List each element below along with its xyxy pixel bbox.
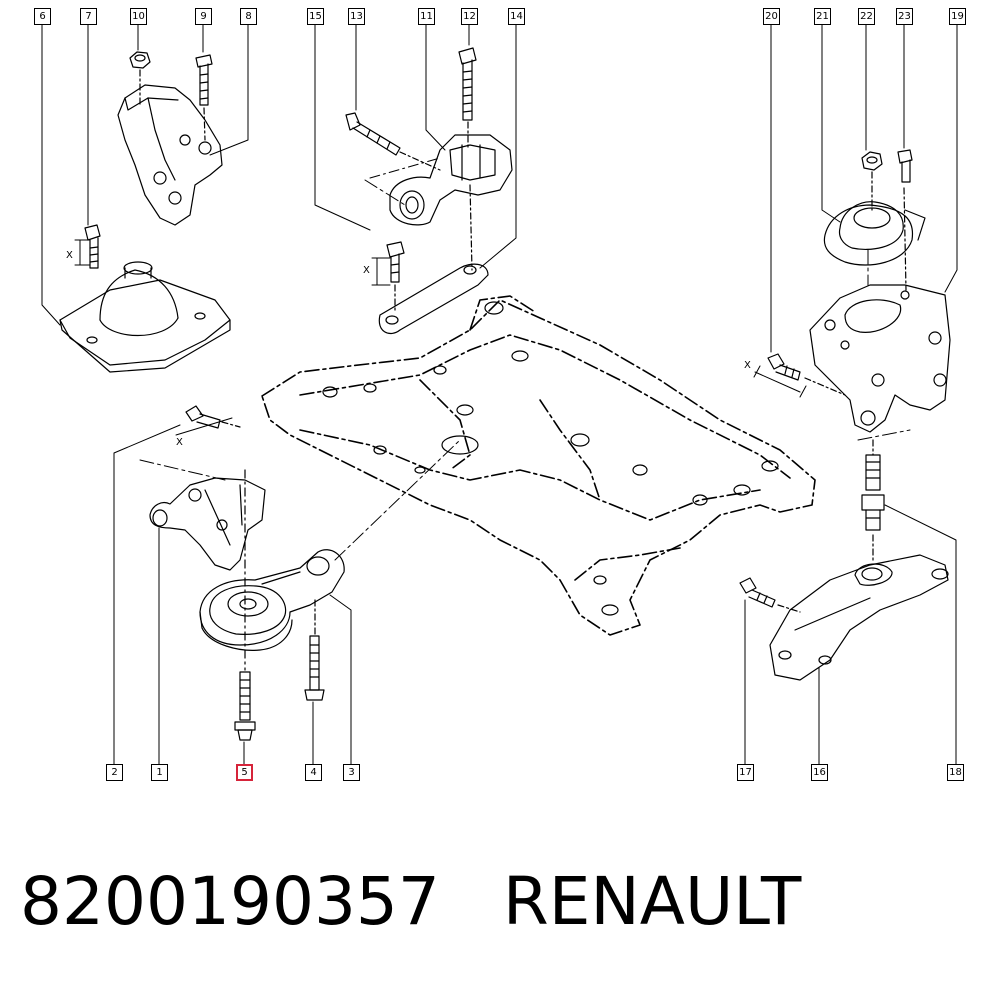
- dimension-x-label-15: X: [363, 265, 370, 276]
- callout-1: 1: [151, 764, 168, 781]
- callout-20: 20: [763, 8, 780, 25]
- bolt-part-20: [767, 353, 846, 396]
- dimension-x-7: [74, 239, 91, 266]
- callout-23: 23: [896, 8, 913, 25]
- rubber-mount-part-21: [823, 201, 926, 266]
- callout-21: 21: [814, 8, 831, 25]
- callout-6: 6: [34, 8, 51, 25]
- engine-mount-part-6: [59, 261, 231, 373]
- part-caption: 8200190357 RENAULT: [20, 860, 801, 944]
- front-subframe: [261, 295, 816, 636]
- bolt-part-4: [304, 599, 325, 701]
- part-number: 8200190357: [20, 863, 440, 940]
- guide-line-11: [369, 157, 441, 179]
- bolt-part-7: [84, 224, 101, 269]
- callout-5-highlighted: 5: [236, 764, 253, 781]
- callout-15: 15: [307, 8, 324, 25]
- callout-4: 4: [305, 764, 322, 781]
- assembly-guide-lines: [139, 179, 911, 561]
- callout-10: 10: [130, 8, 147, 25]
- callout-2: 2: [106, 764, 123, 781]
- callout-11: 11: [418, 8, 435, 25]
- bracket-part-1: [149, 477, 266, 571]
- stud-part-18: [861, 439, 885, 561]
- callout-leaders: [41, 24, 958, 766]
- dimension-x-20: [753, 365, 807, 398]
- bolt-part-17: [739, 577, 801, 613]
- callout-9: 9: [195, 8, 212, 25]
- bolt-part-13: [345, 112, 441, 171]
- callout-7: 7: [80, 8, 97, 25]
- bracket-part-19: [809, 284, 951, 433]
- bolt-part-2: [185, 405, 241, 429]
- dimension-x-15: [371, 257, 391, 286]
- torque-rod-part-11: [389, 134, 513, 226]
- engine-bracket-part-8: [117, 84, 223, 226]
- bolt-part-5: [234, 469, 256, 741]
- link-rod-part-14: [378, 263, 489, 335]
- nut-part-10: [129, 51, 151, 106]
- bolt-part-9: [195, 54, 213, 141]
- dimension-x-2: [175, 417, 233, 436]
- dimension-x-label-7: X: [66, 250, 73, 261]
- brand-name: RENAULT: [502, 863, 802, 940]
- callout-3: 3: [343, 764, 360, 781]
- callout-12: 12: [461, 8, 478, 25]
- bolt-part-23: [897, 149, 913, 291]
- lower-mount-part-16: [769, 554, 949, 681]
- bolt-part-12: [458, 47, 477, 271]
- callout-8: 8: [240, 8, 257, 25]
- callout-16: 16: [811, 764, 828, 781]
- subframe-holes: [322, 301, 779, 616]
- dimension-x-label-20: X: [744, 360, 751, 371]
- callout-19: 19: [949, 8, 966, 25]
- engine-mount-part-3: [199, 549, 345, 651]
- callout-14: 14: [508, 8, 525, 25]
- dimension-x-label-2: X: [176, 437, 183, 448]
- callout-22: 22: [858, 8, 875, 25]
- caption-gap: [440, 863, 503, 940]
- bolt-part-15: [386, 241, 405, 311]
- callout-17: 17: [737, 764, 754, 781]
- callout-18: 18: [947, 764, 964, 781]
- callout-13: 13: [348, 8, 365, 25]
- nut-part-22: [861, 151, 883, 211]
